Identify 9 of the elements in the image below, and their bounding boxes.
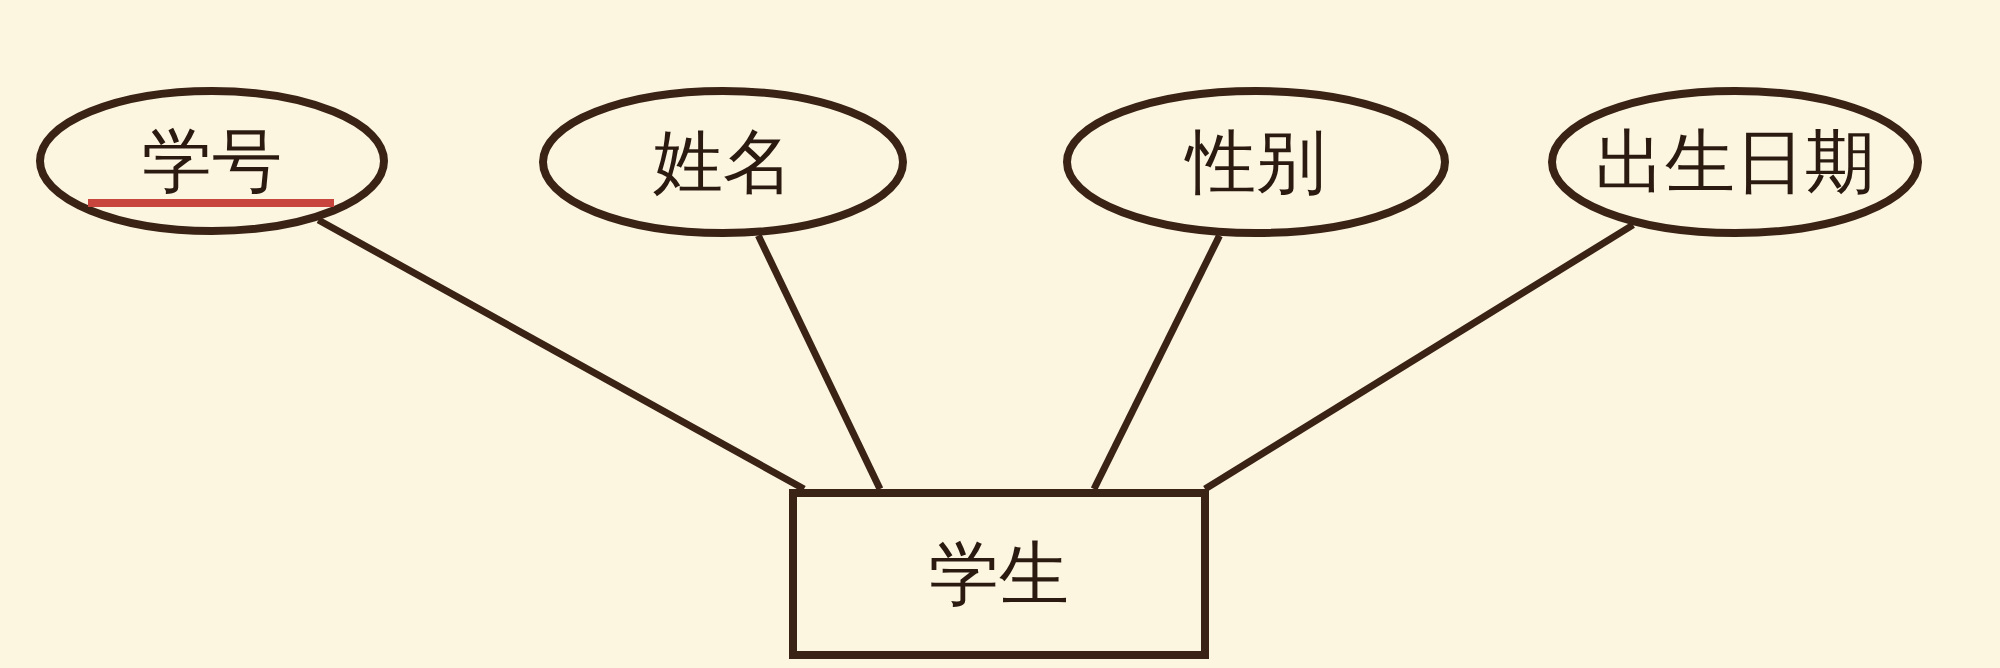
entity-box [789, 489, 1209, 659]
attribute-label: 学号 [142, 126, 282, 196]
attribute-label: 性别 [1186, 127, 1326, 197]
connector-line [755, 234, 884, 491]
connector-line [1090, 234, 1223, 491]
entity-label: 学生 [929, 539, 1069, 609]
connector-line [1203, 221, 1635, 492]
attribute-label: 姓名 [653, 127, 793, 197]
attribute-label: 出生日期 [1595, 127, 1875, 197]
